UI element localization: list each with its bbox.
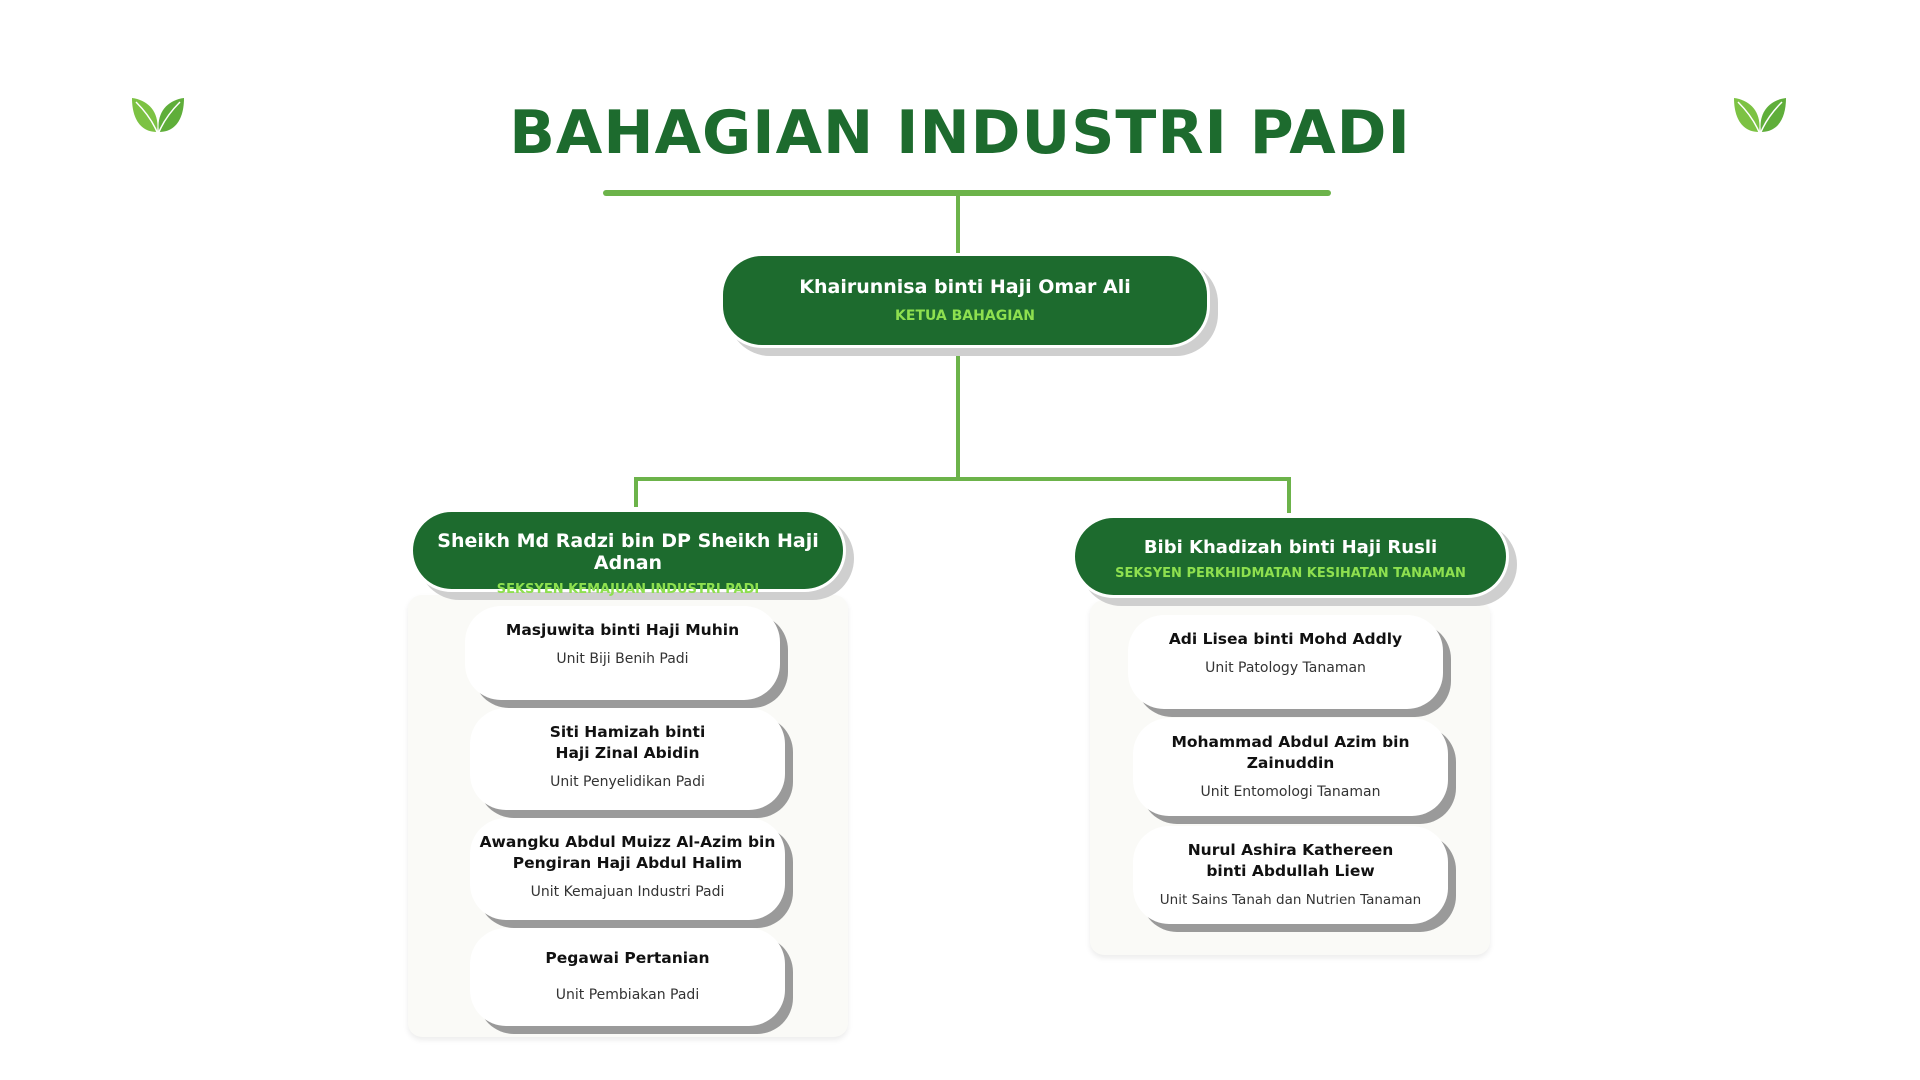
- member-name: Awangku Abdul Muizz Al-Azim bin Pengiran…: [479, 833, 776, 872]
- section-name: Bibi Khadizah binti Haji Rusli: [1143, 537, 1438, 558]
- unit-name: Unit Sains Tanah dan Nutrien Tanaman: [1159, 892, 1422, 908]
- right-section-node: Bibi Khadizah binti Haji Rusli SEKSYEN P…: [1072, 515, 1509, 598]
- unit-card: Nurul Ashira Kathereen binti Abdullah Li…: [1133, 826, 1448, 924]
- unit-card: Adi Lisea binti Mohd Addly Unit Patology…: [1128, 615, 1443, 709]
- leaf-icon: [132, 98, 184, 133]
- member-name: Mohammad Abdul Azim bin Zainuddin: [1171, 733, 1410, 772]
- unit-name: Unit Patology Tanaman: [1205, 660, 1366, 676]
- section-name: Sheikh Md Radzi bin DP Sheikh Haji Adnan: [437, 530, 819, 574]
- connector-right-drop: [1287, 477, 1291, 513]
- section-role: SEKSYEN PERKHIDMATAN KESIHATAN TANAMAN: [1115, 566, 1466, 581]
- unit-name: Unit Entomologi Tanaman: [1200, 784, 1381, 800]
- unit-card: Awangku Abdul Muizz Al-Azim bin Pengiran…: [470, 818, 785, 920]
- unit-name: Unit Kemajuan Industri Padi: [530, 884, 725, 900]
- head-name: Khairunnisa binti Haji Omar Ali: [799, 276, 1131, 298]
- unit-name: Unit Pembiakan Padi: [555, 987, 700, 1003]
- member-name: Nurul Ashira Kathereen binti Abdullah Li…: [1187, 841, 1394, 880]
- member-name: Pegawai Pertanian: [545, 949, 710, 967]
- connector-title-head: [956, 193, 960, 253]
- unit-name: Unit Penyelidikan Padi: [550, 774, 705, 790]
- member-name: Adi Lisea binti Mohd Addly: [1168, 630, 1403, 648]
- member-name: Masjuwita binti Haji Muhin: [505, 621, 740, 639]
- unit-name: Unit Biji Benih Padi: [556, 651, 689, 667]
- member-name: Siti Hamizah binti Haji Zinal Abidin: [549, 723, 706, 762]
- connector-horizontal: [634, 477, 1291, 481]
- title-underline: [603, 190, 1331, 196]
- connector-left-drop: [634, 477, 638, 507]
- unit-card: Pegawai Pertanian Unit Pembiakan Padi: [470, 928, 785, 1026]
- left-section-node: Sheikh Md Radzi bin DP Sheikh Haji Adnan…: [410, 509, 846, 597]
- unit-card: Mohammad Abdul Azim bin Zainuddin Unit E…: [1133, 718, 1448, 816]
- head-node: Khairunnisa binti Haji Omar Ali KETUA BA…: [720, 253, 1210, 348]
- unit-card: Siti Hamizah binti Haji Zinal Abidin Uni…: [470, 708, 785, 810]
- section-role: SEKSYEN KEMAJUAN INDUSTRI PADI: [496, 582, 760, 597]
- unit-card: Masjuwita binti Haji Muhin Unit Biji Ben…: [465, 606, 780, 700]
- head-role: KETUA BAHAGIAN: [895, 308, 1035, 324]
- leaf-icon: [1734, 98, 1786, 133]
- page-title: BAHAGIAN INDUSTRI PADI: [509, 98, 1411, 168]
- connector-head-down: [956, 348, 960, 480]
